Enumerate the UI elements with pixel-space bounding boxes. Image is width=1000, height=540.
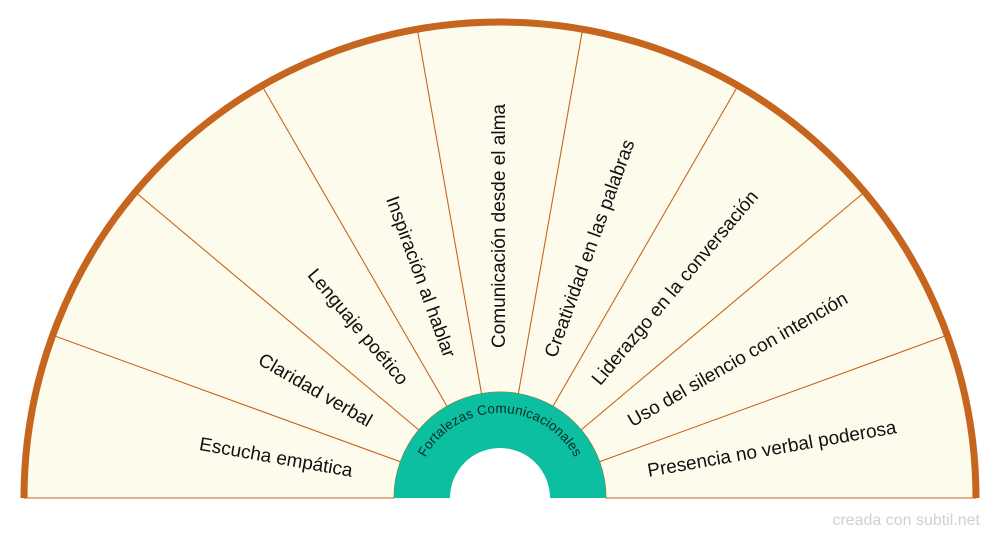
hub — [394, 392, 606, 498]
outer-border-arc — [20, 18, 980, 499]
segments-layer — [23, 21, 977, 499]
segment-label-5: Comunicación desde el alma — [489, 104, 510, 348]
watermark: creada con subtil.net — [832, 512, 980, 529]
